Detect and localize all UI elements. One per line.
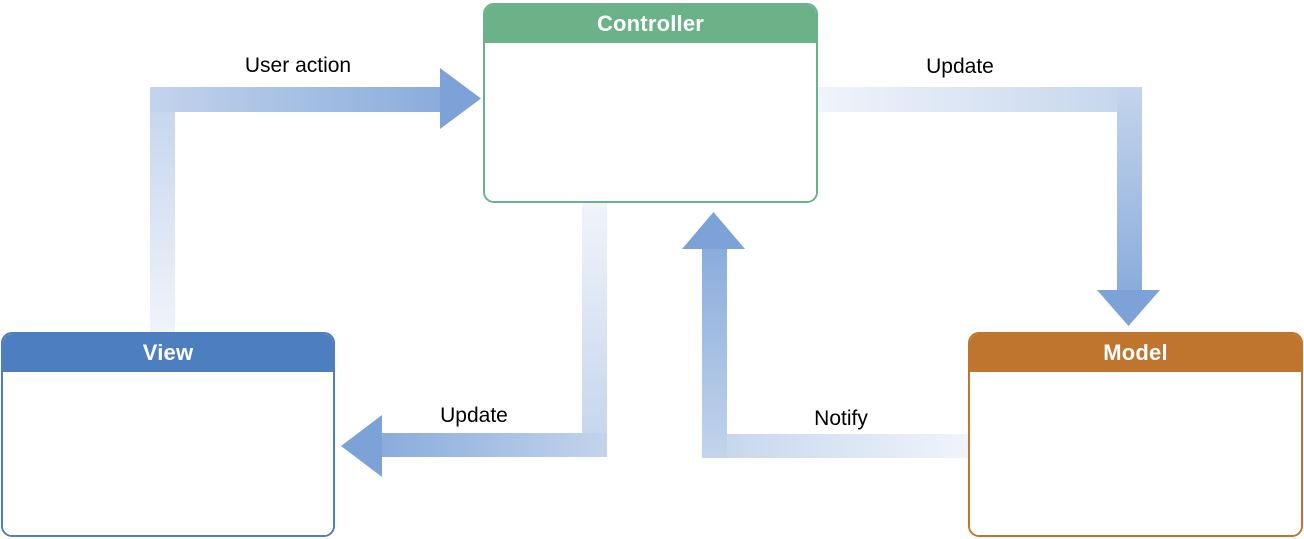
edge-label-update-view: Update	[440, 404, 508, 427]
arrow-user-action-head	[440, 68, 481, 129]
node-model-title: Model	[1103, 340, 1168, 365]
node-controller-body	[485, 43, 816, 201]
arrow-notify	[682, 212, 968, 458]
node-controller-header: Controller	[485, 5, 816, 43]
arrow-update-model	[818, 87, 1160, 326]
node-view-header: View	[3, 334, 333, 372]
node-model: Model	[968, 332, 1303, 537]
node-view-title: View	[142, 340, 194, 365]
node-model-body	[970, 372, 1301, 535]
edge-label-notify: Notify	[814, 407, 868, 430]
node-view: View	[1, 332, 335, 537]
edge-label-user-action: User action	[244, 54, 352, 77]
arrow-update-view-head	[341, 415, 382, 477]
arrow-update-view	[341, 203, 607, 477]
arrow-notify-head	[682, 212, 745, 249]
node-controller: Controller	[483, 3, 818, 203]
arrow-update-model-head	[1097, 290, 1160, 326]
node-controller-title: Controller	[596, 11, 705, 36]
node-model-header: Model	[970, 334, 1301, 372]
edge-label-update-model: Update	[926, 55, 994, 78]
node-view-body	[3, 372, 333, 535]
arrow-user-action	[150, 68, 481, 333]
